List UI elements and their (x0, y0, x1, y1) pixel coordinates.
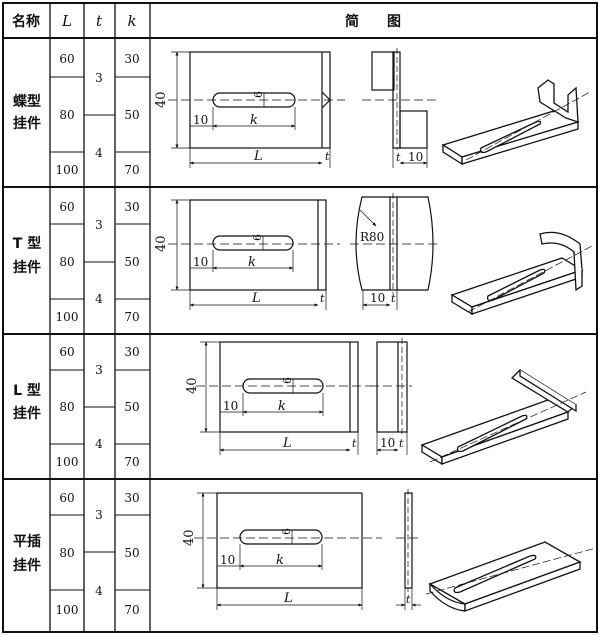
dim-radius: R80 (360, 230, 384, 244)
dim-height: 40 (185, 377, 200, 394)
header-L: L (61, 12, 72, 30)
t-iso-view (450, 231, 593, 316)
t-value: 4 (95, 292, 103, 306)
L-value: 80 (59, 400, 74, 414)
dim-slot: 6 (251, 234, 264, 241)
t-value: 4 (95, 437, 103, 451)
k-value: 30 (124, 52, 139, 66)
L-value: 80 (59, 108, 74, 122)
L-value: 80 (59, 546, 74, 560)
t-value: 3 (95, 363, 103, 377)
row-name-line2: 挂件 (13, 115, 41, 132)
k-value: 70 (124, 455, 139, 469)
dim-t: t (399, 437, 404, 450)
dim-t: t (325, 150, 330, 163)
dim-height: 40 (154, 235, 169, 252)
dim-edge: 10 (193, 113, 208, 127)
k-value: 30 (124, 200, 139, 214)
t-front-view (168, 199, 340, 310)
header-t: t (96, 12, 103, 30)
dim-side: 10 (408, 150, 423, 164)
dim-edge: 10 (193, 255, 208, 269)
k-value: 50 (124, 400, 139, 414)
dim-L: L (253, 149, 263, 164)
k-value: 30 (124, 491, 139, 505)
row-l-hanger: L 型 挂件 60 80 100 3 4 30 50 70 40 6 (13, 338, 587, 469)
t-value: 3 (95, 508, 103, 522)
dim-edge: 10 (223, 399, 238, 413)
row-name-line2: 挂件 (13, 557, 41, 574)
dim-L: L (251, 291, 261, 306)
flat-front-view (194, 492, 382, 610)
k-value: 50 (124, 255, 139, 269)
dim-t: t (396, 151, 401, 164)
dim-k: k (276, 553, 284, 568)
L-value: 100 (56, 163, 79, 177)
dim-slot: 6 (252, 91, 265, 98)
butterfly-iso-view (441, 79, 591, 166)
dim-t: t (320, 292, 325, 305)
dim-side: 10 (370, 291, 385, 305)
L-value: 100 (56, 603, 79, 617)
l-iso-view (420, 369, 587, 466)
dim-slot: 6 (281, 377, 294, 384)
L-value: 60 (59, 200, 74, 214)
k-value: 70 (124, 310, 139, 324)
L-value: 60 (59, 345, 74, 359)
dim-t: t (352, 437, 357, 450)
dim-side: 10 (380, 436, 395, 450)
L-value: 60 (59, 52, 74, 66)
dim-edge: 10 (220, 553, 235, 567)
row-name-line2: 挂件 (13, 259, 41, 276)
row-flat-insert-hanger: 平插 挂件 60 80 100 3 4 30 50 70 40 6 10 (13, 489, 597, 617)
l-side-view (370, 338, 412, 455)
row-name-line1: T 型 (13, 235, 41, 252)
header-diagram: 简 图 (345, 13, 401, 30)
dim-slot: 6 (280, 528, 293, 535)
dim-L: L (282, 436, 292, 451)
row-name-line1: 平插 (13, 533, 41, 550)
dim-t: t (406, 593, 411, 606)
butterfly-side-view (362, 48, 440, 168)
L-value: 100 (56, 455, 79, 469)
dim-k: k (248, 255, 256, 270)
t-side-view (350, 193, 440, 310)
row-t-hanger: T 型 挂件 60 80 100 3 4 30 50 70 40 6 (13, 193, 593, 324)
flat-iso-view (425, 541, 597, 612)
header-k: k (127, 12, 136, 30)
k-value: 50 (124, 546, 139, 560)
dim-height: 40 (154, 91, 169, 108)
butterfly-front-view (168, 51, 345, 168)
l-front-view (196, 341, 372, 455)
k-value: 50 (124, 108, 139, 122)
t-value: 4 (95, 584, 103, 598)
dim-t: t (391, 292, 396, 305)
dim-k: k (278, 399, 286, 414)
k-value: 70 (124, 603, 139, 617)
L-value: 100 (56, 310, 79, 324)
t-value: 4 (95, 146, 103, 160)
row-butterfly-hanger: 蝶型 挂件 60 80 100 3 4 30 50 70 40 (13, 48, 591, 177)
dim-height: 40 (182, 529, 197, 546)
t-value: 3 (95, 71, 103, 85)
row-name-line2: 挂件 (13, 405, 41, 422)
row-name-line1: L 型 (13, 382, 41, 399)
header-name: 名称 (12, 13, 40, 30)
L-value: 60 (59, 491, 74, 505)
dim-k: k (250, 113, 258, 128)
table-header: 名称 L t k 简 图 (12, 12, 401, 30)
L-value: 80 (59, 255, 74, 269)
dim-L: L (283, 591, 293, 606)
k-value: 30 (124, 345, 139, 359)
row-name-line1: 蝶型 (13, 93, 41, 110)
flat-side-view (396, 489, 421, 610)
k-value: 70 (124, 163, 139, 177)
t-value: 3 (95, 218, 103, 232)
